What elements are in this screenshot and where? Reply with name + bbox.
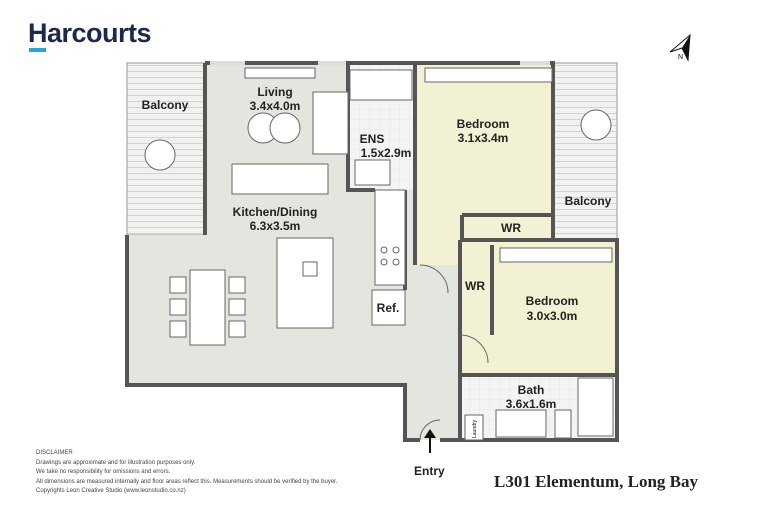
kitchen-label: Kitchen/Dining bbox=[233, 205, 318, 219]
property-title: L301 Elementum, Long Bay bbox=[494, 472, 699, 491]
disclaimer-line: All dimensions are measured internally a… bbox=[36, 478, 338, 485]
laundry-label: Laundry bbox=[472, 419, 478, 438]
windows bbox=[210, 61, 550, 65]
logo-accent-bar bbox=[29, 48, 46, 52]
bath-size: 3.6x1.6m bbox=[506, 397, 557, 411]
bedroom2-label: Bedroom bbox=[526, 294, 579, 308]
bedroom2-size: 3.0x3.0m bbox=[527, 309, 578, 323]
ens-size: 1.5x2.9m bbox=[361, 146, 412, 160]
doors bbox=[419, 264, 489, 441]
furniture bbox=[144, 67, 614, 441]
disclaimer-line: Copyrights Leon Creative Studio (www.leo… bbox=[36, 488, 186, 494]
disclaimer-line: Drawings are approximate and for illustr… bbox=[36, 459, 196, 466]
balcony-left-label: Balcony bbox=[142, 98, 189, 112]
north-label: N bbox=[678, 54, 683, 61]
bedroom1-label: Bedroom bbox=[457, 117, 510, 131]
balcony-right bbox=[552, 62, 618, 241]
bath-label: Bath bbox=[518, 383, 545, 397]
entry-label: Entry bbox=[414, 464, 445, 478]
harcourts-logo: Harcourts bbox=[28, 18, 152, 48]
disclaimer-line: We take no responsibility for omissions … bbox=[36, 469, 171, 475]
kitchen-size: 6.3x3.5m bbox=[250, 219, 301, 233]
wr2-label: WR bbox=[465, 279, 485, 293]
balcony-right-label: Balcony bbox=[565, 194, 612, 208]
ens-label: ENS bbox=[360, 132, 385, 146]
wr1-label: WR bbox=[501, 221, 521, 235]
wr1-floor bbox=[462, 215, 553, 240]
living-size: 3.4x4.0m bbox=[250, 99, 301, 113]
entry-arrow-icon bbox=[424, 429, 436, 453]
disclaimer-heading: DISCLAIMER bbox=[36, 450, 73, 456]
bedroom1-size: 3.1x3.4m bbox=[458, 131, 509, 145]
ref-label: Ref. bbox=[377, 301, 400, 315]
living-label: Living bbox=[257, 85, 292, 99]
north-arrow-icon: N bbox=[669, 33, 691, 62]
disclaimer: DISCLAIMER Drawings are approximate and … bbox=[36, 449, 338, 497]
